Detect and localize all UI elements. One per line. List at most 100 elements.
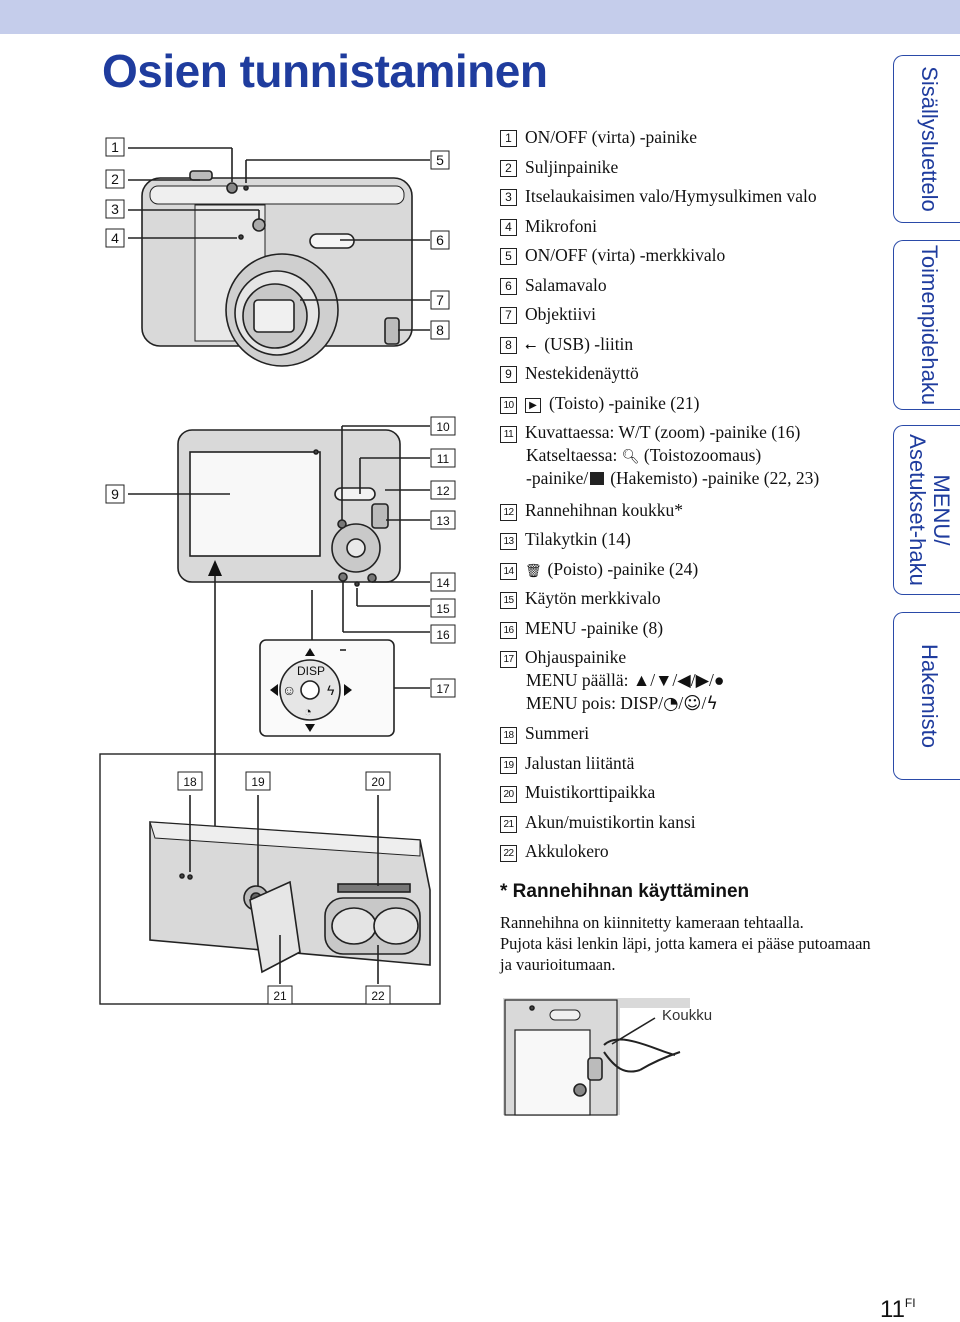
svg-text:1: 1 bbox=[111, 139, 119, 155]
list-item-sub: -painike/(Hakemisto) -painike (22, 23) bbox=[526, 468, 820, 488]
callout-21: 21 bbox=[267, 985, 293, 1005]
svg-text:11: 11 bbox=[437, 452, 450, 466]
callout-6: 6 bbox=[430, 230, 450, 250]
usb-icon: ⭠ bbox=[525, 338, 537, 354]
dpad-right-icon bbox=[344, 684, 352, 696]
arrow-up-icon bbox=[208, 560, 222, 576]
list-item-sub: Katseltaessa: 🔍︎ (Toistozoomaus) bbox=[526, 445, 762, 465]
list-item-sub: MENU pois: DISP/◔/☺/ϟ bbox=[526, 693, 718, 714]
page-number: 11FI bbox=[880, 1296, 916, 1322]
strap-line: Rannehihna on kiinnitetty kameraan tehta… bbox=[500, 913, 804, 932]
dpad-left-icon bbox=[270, 684, 278, 696]
svg-text:3: 3 bbox=[111, 201, 119, 217]
svg-text:7: 7 bbox=[436, 292, 444, 308]
battery-cover bbox=[249, 880, 301, 974]
svg-text:14: 14 bbox=[436, 576, 450, 590]
svg-text:22: 22 bbox=[371, 989, 385, 1003]
smile-icon: ☺ bbox=[683, 694, 702, 714]
svg-text:18: 18 bbox=[183, 775, 197, 789]
svg-text:8: 8 bbox=[436, 322, 444, 338]
list-item: 8⭠(USB) -liitin bbox=[500, 333, 633, 357]
list-item-sub: MENU päällä: ▲/▼/◀/▶/● bbox=[526, 670, 725, 690]
tab-operation-search[interactable]: Toimenpidehaku bbox=[893, 240, 960, 410]
callout-3: 3 bbox=[105, 199, 125, 219]
dpad-up-icon bbox=[305, 648, 315, 656]
callout-22: 22 bbox=[365, 985, 391, 1005]
callout-5: 5 bbox=[430, 150, 450, 170]
callout-14: 14 bbox=[430, 572, 456, 592]
svg-text:10: 10 bbox=[436, 420, 450, 434]
flash-icon: ϟ bbox=[706, 694, 718, 714]
hook-callout: Koukku bbox=[662, 1007, 712, 1024]
svg-text:17: 17 bbox=[436, 682, 450, 696]
dpad-disp-label: DISP bbox=[297, 664, 325, 678]
svg-text:12: 12 bbox=[436, 484, 450, 498]
svg-text:21: 21 bbox=[273, 989, 287, 1003]
callout-11: 11 bbox=[430, 448, 456, 468]
svg-text:5: 5 bbox=[436, 152, 444, 168]
callout-18: 18 bbox=[177, 771, 203, 791]
callout-17: 17 bbox=[430, 678, 456, 698]
self-timer-icon: ◔ bbox=[304, 704, 312, 719]
tab-index[interactable]: Hakemisto bbox=[893, 612, 960, 780]
strap-text: Rannehihna on kiinnitetty kameraan tehta… bbox=[500, 912, 880, 975]
index-icon bbox=[590, 472, 605, 485]
page-title: Osien tunnistaminen bbox=[102, 45, 548, 97]
callout-15: 15 bbox=[430, 598, 456, 618]
callout-7: 7 bbox=[430, 290, 450, 310]
callout-4: 4 bbox=[105, 228, 125, 248]
callout-9: 9 bbox=[105, 484, 125, 504]
callout-12: 12 bbox=[430, 480, 456, 500]
strap-line: Pujota käsi lenkin läpi, jotta kamera ei… bbox=[500, 934, 871, 974]
callout-16: 16 bbox=[430, 624, 456, 644]
list-item: 10▶(Toisto) -painike (21) bbox=[500, 392, 699, 414]
svg-text:9: 9 bbox=[111, 486, 119, 502]
svg-text:13: 13 bbox=[436, 514, 450, 528]
callout-13: 13 bbox=[430, 510, 456, 530]
callout-8: 8 bbox=[430, 320, 450, 340]
strap-heading: * Rannehihnan käyttäminen bbox=[500, 881, 750, 902]
smile-icon: ☺ bbox=[282, 682, 296, 698]
zoom-icon: 🔍︎ bbox=[621, 449, 640, 465]
svg-text:20: 20 bbox=[371, 775, 385, 789]
list-item: 14🗑︎(Poisto) -painike (24) bbox=[500, 558, 698, 583]
self-timer-icon: ◔ bbox=[663, 694, 679, 714]
svg-text:6: 6 bbox=[436, 232, 444, 248]
svg-text:15: 15 bbox=[436, 602, 450, 616]
svg-text:4: 4 bbox=[111, 230, 119, 246]
callout-10: 10 bbox=[430, 416, 456, 436]
svg-text:2: 2 bbox=[111, 171, 119, 187]
svg-text:16: 16 bbox=[436, 628, 450, 642]
tab-menu-settings-search[interactable]: MENU/ Asetukset-haku bbox=[893, 425, 960, 595]
trash-icon: 🗑︎ bbox=[525, 564, 542, 579]
lcd-screen bbox=[189, 451, 321, 557]
playback-icon: ▶ bbox=[525, 398, 541, 413]
callout-1: 1 bbox=[105, 137, 125, 157]
header-band bbox=[0, 0, 960, 34]
dpad-down-icon bbox=[305, 724, 315, 732]
svg-text:19: 19 bbox=[251, 775, 265, 789]
callout-2: 2 bbox=[105, 169, 125, 189]
tab-contents[interactable]: Sisällysluettelo bbox=[893, 55, 960, 223]
flash-icon: ϟ bbox=[327, 682, 335, 698]
callout-20: 20 bbox=[365, 771, 391, 791]
callout-19: 19 bbox=[245, 771, 271, 791]
